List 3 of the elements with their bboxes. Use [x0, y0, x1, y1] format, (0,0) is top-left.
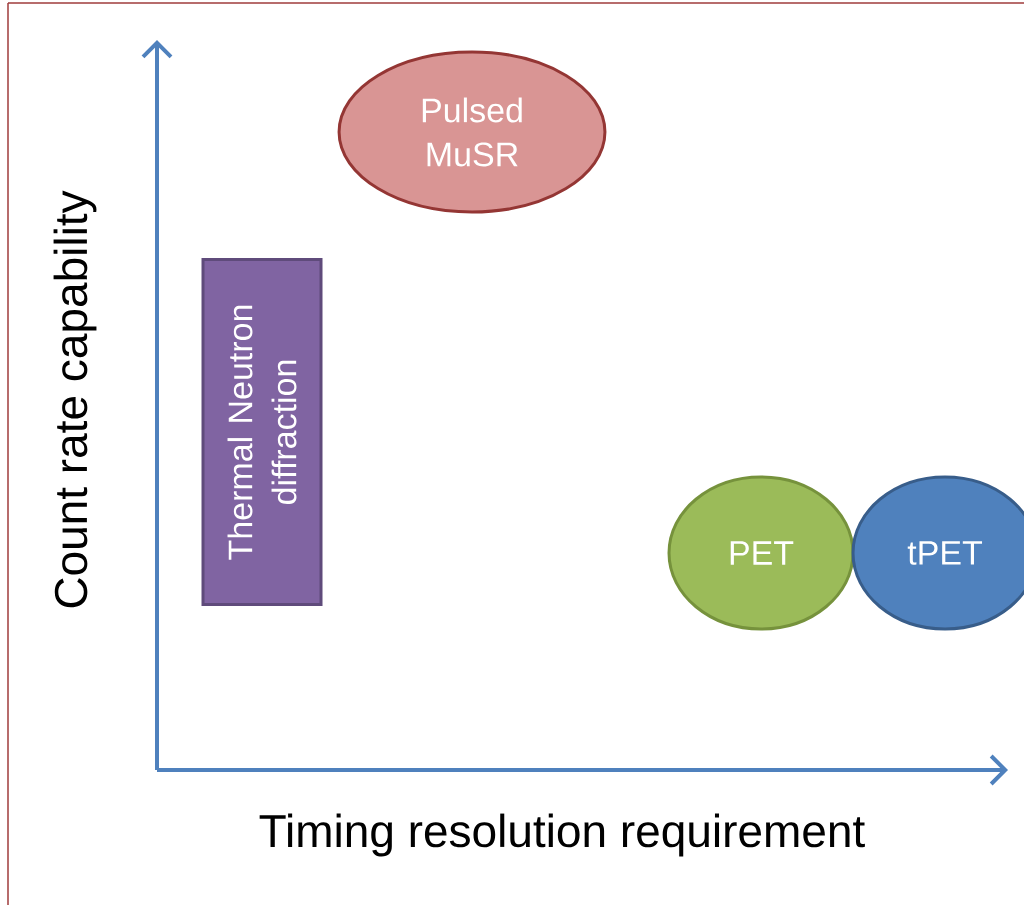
rectangle-box: Thermal Neutron diffraction	[201, 258, 323, 606]
axis-label: Count rate capability	[53, 190, 97, 608]
axis-label: Timing resolution requirement	[259, 813, 865, 857]
